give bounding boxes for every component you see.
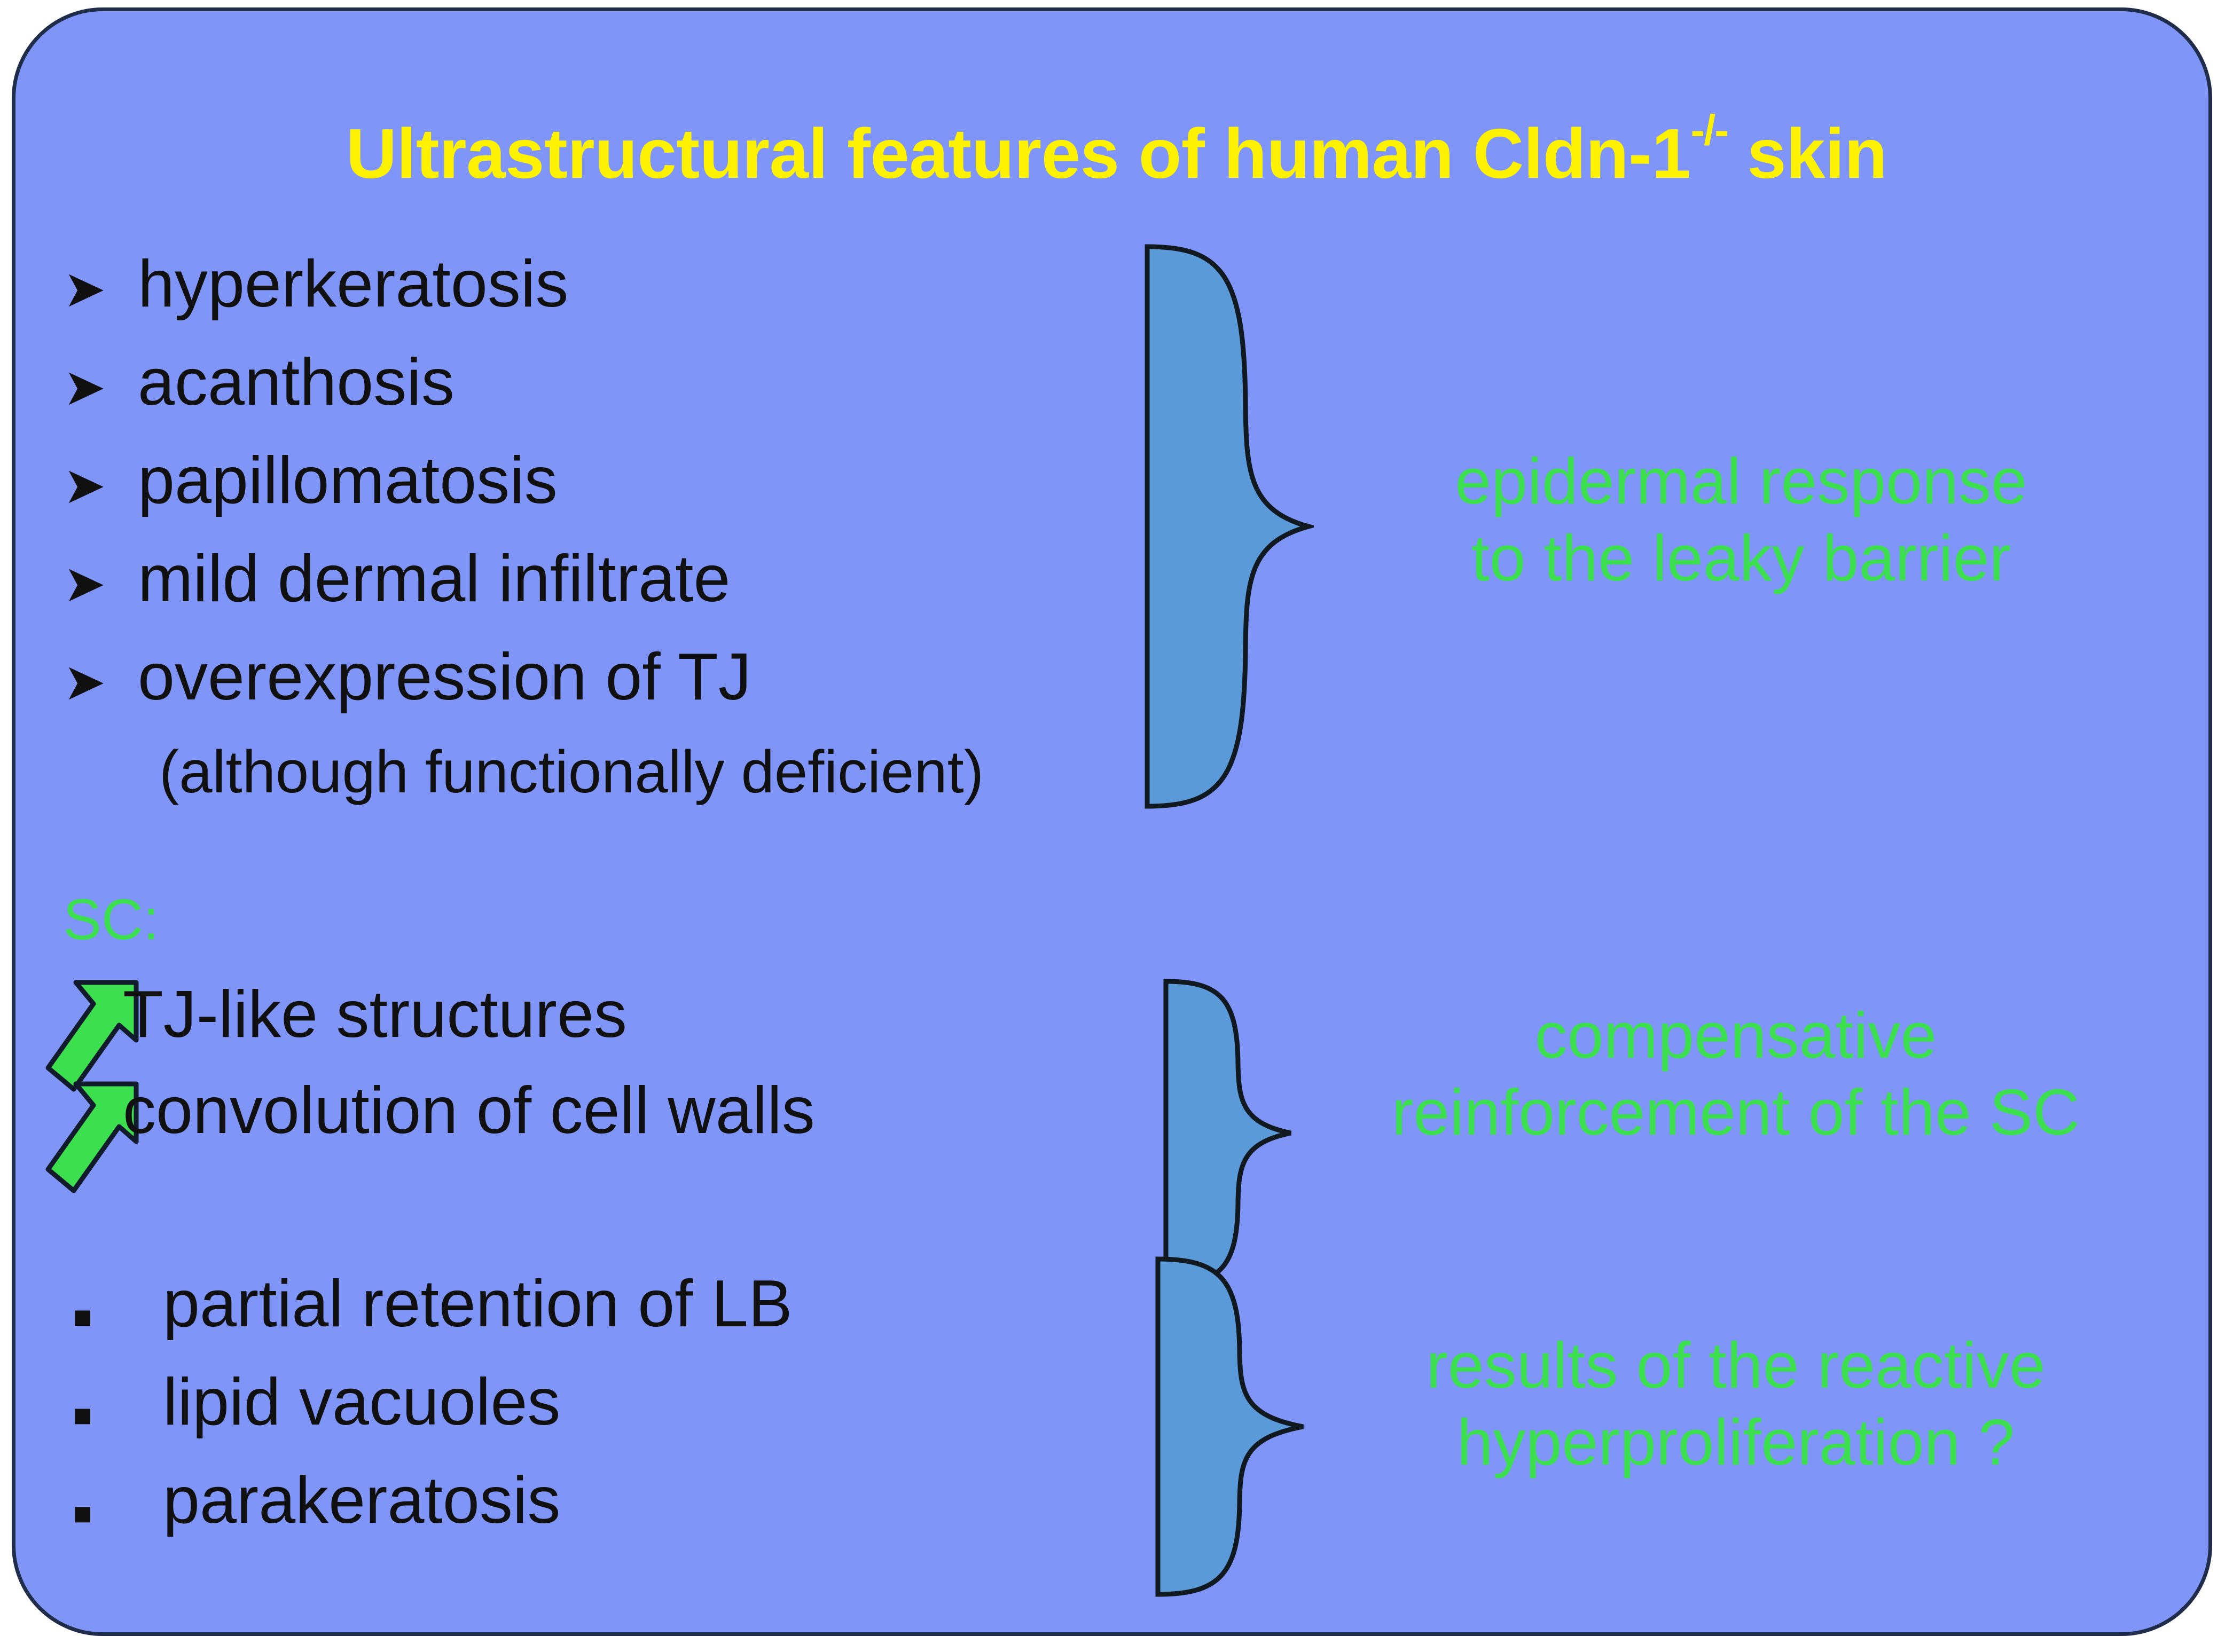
list-item-label: partial retention of LB [163,1267,793,1341]
arrow-up-right-icon [45,980,139,1092]
list-item-label: papillomatosis [138,444,558,517]
list-item-sub-note: (although functionally deficient) [159,738,984,805]
square-bullet-icon: ▪ [72,1494,93,1530]
list-item: ➤ acanthosis [63,349,984,415]
list-item-label: overexpression of TJ [138,640,751,714]
list-sc-features: TJ-like structures convolution of cell w… [123,981,815,1174]
list-item: TJ-like structures [123,981,815,1048]
list-item-label: acanthosis [138,345,455,419]
list-reactive-features: ▪ partial retention of LB ▪ lipid vacuol… [72,1271,793,1566]
brace-sc [1163,979,1291,1287]
brace-reactive [1155,1256,1304,1597]
list-item: ➤ papillomatosis [63,447,984,514]
title-superscript: -/- [1690,106,1729,154]
page-title: Ultrastructural features of human Cldn-1… [0,109,2233,189]
list-item: convolution of cell walls [123,1077,815,1144]
arrow-bullet-icon: ➤ [63,455,106,515]
section-label-sc: SC: [63,887,160,951]
list-epidermal-features: ➤ hyperkeratosis ➤ acanthosis ➤ papillom… [63,251,984,802]
list-item-label: lipid vacuoles [163,1365,561,1439]
list-item-label: parakeratosis [163,1464,561,1537]
arrow-bullet-icon: ➤ [63,259,106,319]
list-item: ▪ partial retention of LB [72,1271,793,1337]
annotation-epidermal-response: epidermal response to the leaky barrier [1325,443,2158,597]
annotation-line: hyperproliferation ? [1456,1405,2015,1478]
title-main-text: Ultrastructural features of human Cldn-1 [346,114,1691,193]
annotation-line: reinforcement of the SC [1391,1075,2080,1148]
brace-epidermal [1145,244,1314,809]
arrow-bullet-icon: ➤ [63,554,106,613]
list-item: ➤ hyperkeratosis [63,251,984,317]
list-item: ➤ mild dermal infiltrate [63,546,984,612]
annotation-line: compensative [1534,999,1937,1072]
annotation-line: epidermal response [1455,445,2027,517]
square-bullet-icon: ▪ [72,1297,93,1334]
arrow-bullet-icon: ➤ [63,652,106,712]
list-item: ➤ overexpression of TJ [63,644,984,710]
list-item-label: hyperkeratosis [138,247,569,321]
arrow-bullet-icon: ➤ [63,357,106,417]
annotation-reactive-hyperproliferation: results of the reactive hyperproliferati… [1292,1327,2179,1481]
annotation-compensative-reinforcement: compensative reinforcement of the SC [1282,997,2190,1151]
annotation-line: to the leaky barrier [1471,521,2011,594]
annotation-line: results of the reactive [1426,1329,2046,1402]
list-item-label: convolution of cell walls [123,1074,815,1147]
square-bullet-icon: ▪ [72,1396,93,1432]
list-item-label: TJ-like structures [123,978,627,1051]
list-item: ▪ parakeratosis [72,1467,793,1533]
list-item: ▪ lipid vacuoles [72,1369,793,1435]
title-suffix-text: skin [1727,114,1887,193]
rounded-panel [12,7,2212,1636]
arrow-up-right-icon [45,1081,139,1193]
list-item-label: mild dermal infiltrate [138,542,731,616]
